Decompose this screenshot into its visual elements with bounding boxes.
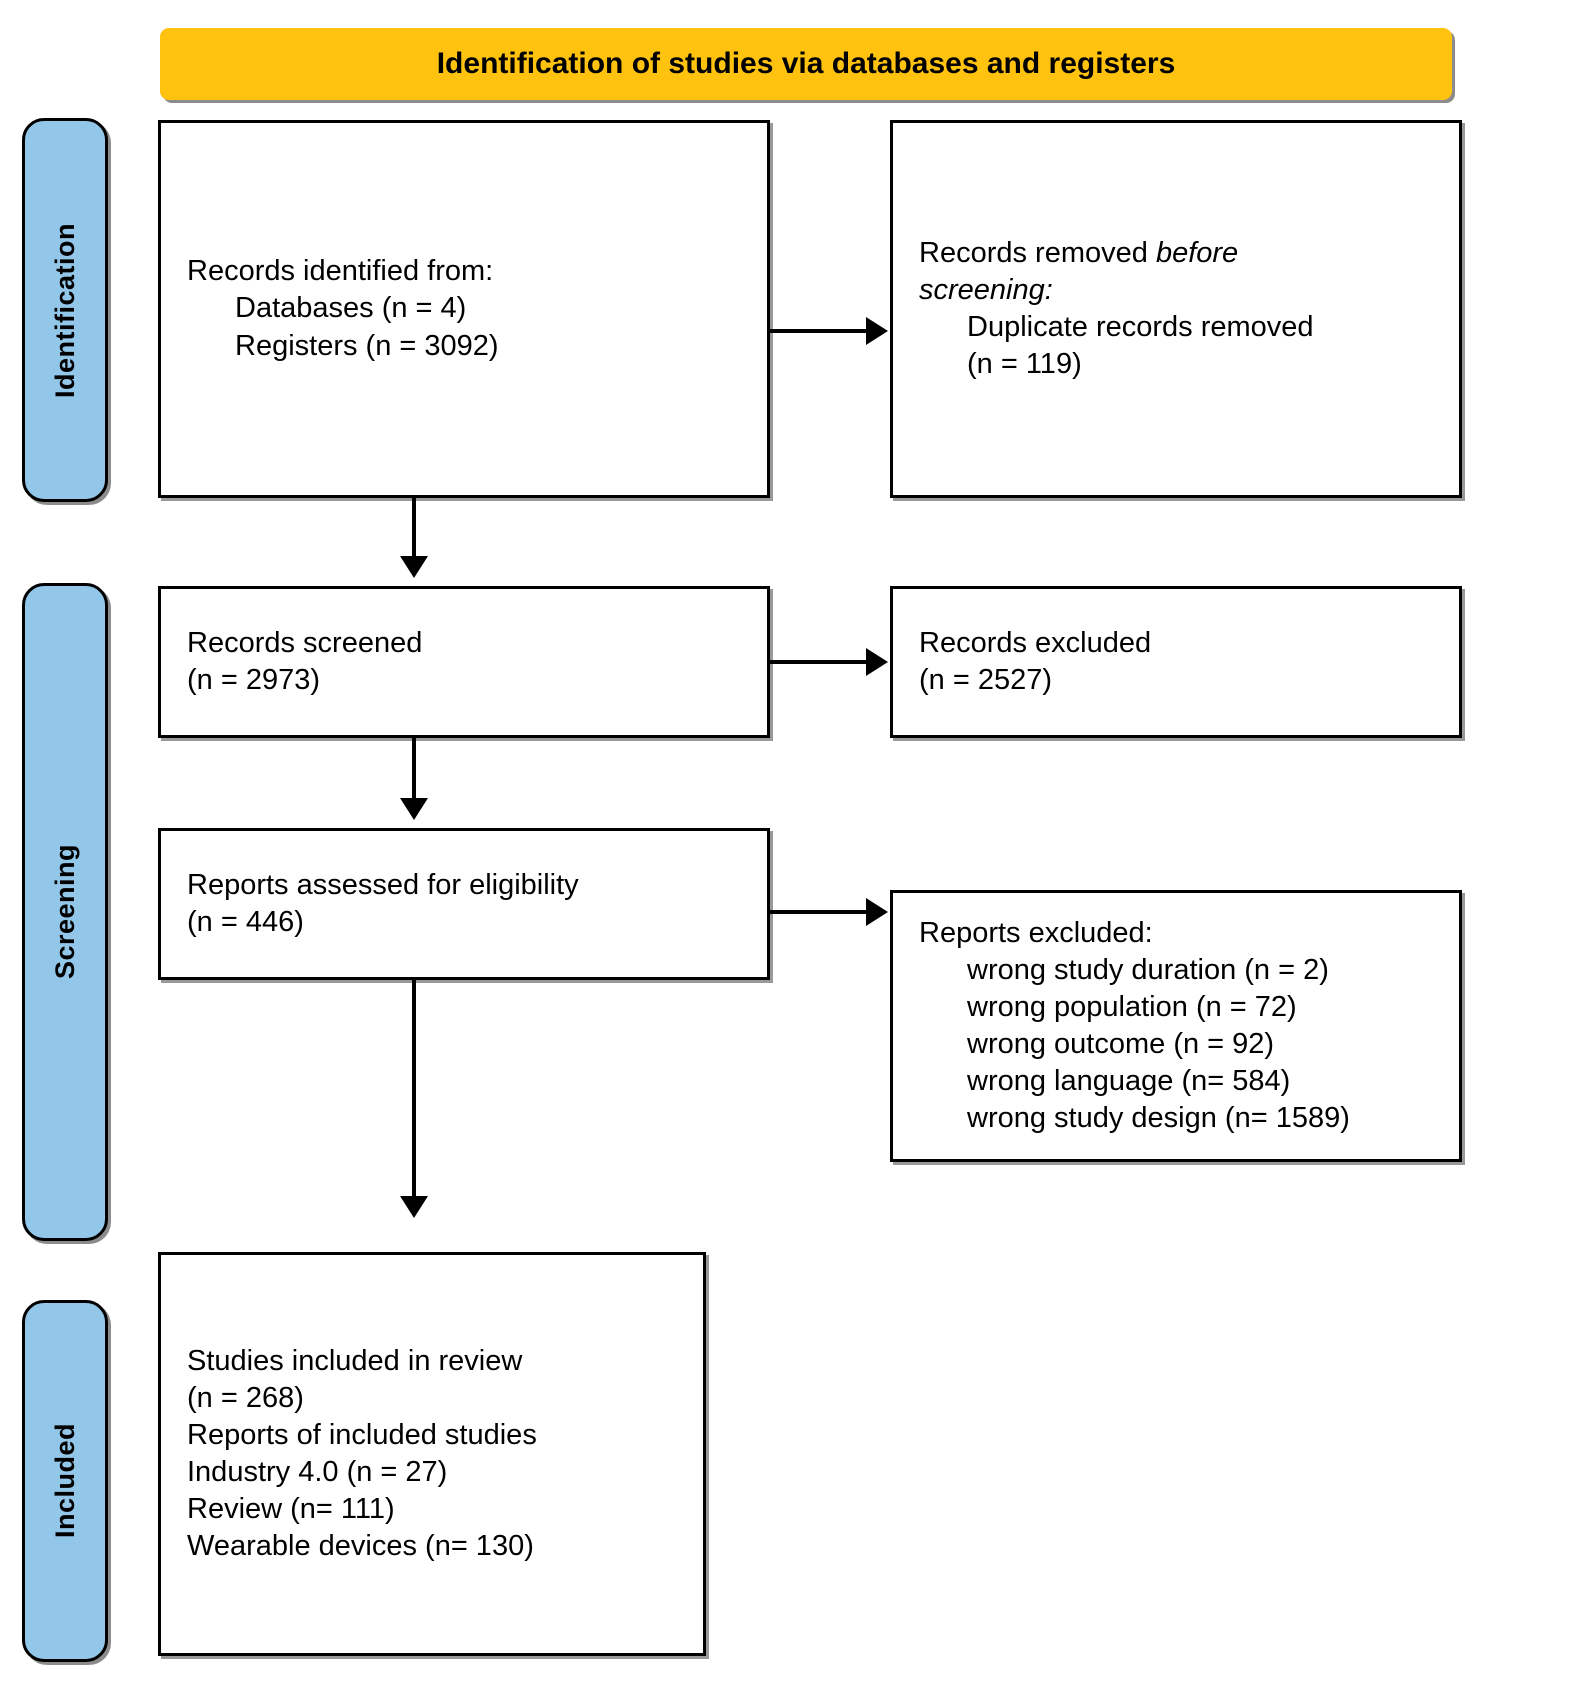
connector-identified-to-screened — [412, 498, 416, 560]
box-records-identified: Records identified from: Databases (n = … — [158, 120, 770, 498]
records-removed-line-1-text: Records removed before — [919, 236, 1239, 269]
records-identified-line-1: Records identified from: — [187, 255, 494, 288]
arrowhead-assessed-to-reports-excluded — [866, 898, 888, 926]
connector-screened-to-assessed — [412, 738, 416, 802]
reports-excluded-line-2: wrong study duration (n = 2) — [967, 953, 1329, 986]
records-excluded-line-2: (n = 2527) — [919, 664, 1053, 696]
reports-assessed-line-2: (n = 446) — [187, 906, 304, 938]
box-records-screened-body: Records screened (n = 2973) — [161, 625, 767, 699]
arrowhead-screened-to-excluded — [866, 648, 888, 676]
box-reports-excluded-body: Reports excluded: wrong study duration (… — [893, 915, 1459, 1138]
reports-assessed-line-1: Reports assessed for eligibility — [187, 868, 579, 901]
phase-label-included: Included — [22, 1300, 108, 1662]
box-reports-assessed: Reports assessed for eligibility (n = 44… — [158, 828, 770, 980]
studies-included-line-3: Reports of included studies — [187, 1418, 537, 1451]
arrowhead-identified-to-screened — [400, 556, 428, 578]
studies-included-line-5: Review (n= 111) — [187, 1493, 395, 1526]
reports-excluded-line-3: wrong population (n = 72) — [967, 990, 1297, 1023]
banner-title: Identification of studies via databases … — [436, 47, 1176, 80]
box-records-screened: Records screened (n = 2973) — [158, 586, 770, 738]
connector-identified-to-removed — [770, 329, 868, 333]
records-screened-line-1: Records screened — [187, 626, 423, 659]
records-removed-line-3: Duplicate records removed — [967, 311, 1314, 343]
phase-label-identification: Identification — [22, 118, 108, 502]
studies-included-line-4: Industry 4.0 (n = 27) — [187, 1456, 448, 1488]
connector-assessed-to-reports-excluded — [770, 910, 868, 914]
connector-assessed-to-included — [412, 980, 416, 1200]
reports-excluded-line-1: Reports excluded: — [919, 916, 1153, 949]
arrowhead-assessed-to-included — [400, 1196, 428, 1218]
records-excluded-line-1: Records excluded — [919, 626, 1152, 659]
arrowhead-screened-to-assessed — [400, 798, 428, 820]
records-identified-line-3: Registers (n = 3092) — [235, 329, 499, 362]
connector-screened-to-excluded — [770, 660, 868, 664]
records-removed-line-2: screening: — [919, 273, 1053, 306]
box-records-excluded: Records excluded (n = 2527) — [890, 586, 1462, 738]
studies-included-line-2: (n = 268) — [187, 1381, 304, 1414]
box-records-identified-body: Records identified from: Databases (n = … — [161, 253, 767, 364]
records-screened-line-2: (n = 2973) — [187, 664, 321, 696]
box-reports-assessed-body: Reports assessed for eligibility (n = 44… — [161, 867, 767, 941]
phase-label-included-text: Included — [49, 1423, 80, 1539]
arrowhead-identified-to-removed — [866, 317, 888, 345]
box-records-removed: Records removed before screening: Duplic… — [890, 120, 1462, 498]
reports-excluded-line-4: wrong outcome (n = 92) — [967, 1028, 1275, 1060]
records-removed-line-1: Records removed before — [919, 235, 1441, 272]
banner-identification: Identification of studies via databases … — [160, 28, 1452, 100]
studies-included-line-6: Wearable devices (n= 130) — [187, 1530, 534, 1563]
phase-label-identification-text: Identification — [49, 222, 80, 398]
box-studies-included: Studies included in review (n = 268) Rep… — [158, 1252, 706, 1656]
box-studies-included-body: Studies included in review (n = 268) Rep… — [161, 1343, 703, 1566]
studies-included-line-1: Studies included in review — [187, 1344, 523, 1377]
box-records-removed-body: Records removed before screening: Duplic… — [893, 235, 1459, 383]
phase-label-screening-text: Screening — [49, 844, 80, 980]
box-reports-excluded: Reports excluded: wrong study duration (… — [890, 890, 1462, 1162]
reports-excluded-line-6: wrong study design (n= 1589) — [967, 1102, 1350, 1135]
records-identified-line-2: Databases (n = 4) — [235, 292, 467, 325]
box-records-excluded-body: Records excluded (n = 2527) — [893, 625, 1459, 699]
reports-excluded-line-5: wrong language (n= 584) — [967, 1065, 1291, 1098]
phase-label-screening: Screening — [22, 583, 108, 1241]
records-removed-line-4: (n = 119) — [967, 348, 1082, 381]
